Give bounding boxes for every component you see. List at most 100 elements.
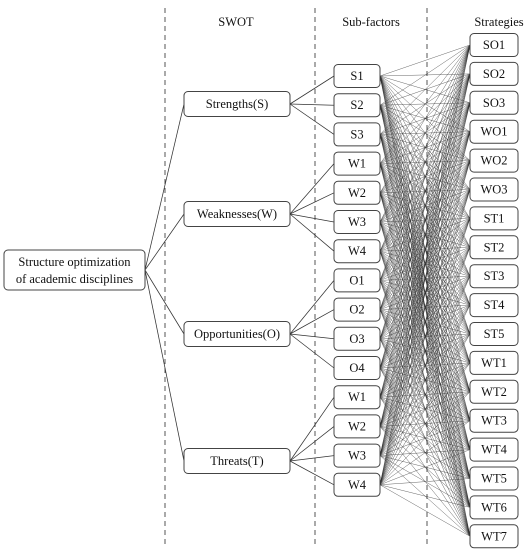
mesh-link-8-0 bbox=[379, 44, 471, 310]
swot-link-1 bbox=[289, 103, 335, 106]
subfactor-node-1-0: W1 bbox=[333, 151, 381, 176]
subfactor-node-3-1-label: W2 bbox=[348, 419, 366, 433]
swot-node-0-box bbox=[183, 91, 291, 117]
swot-node-2-label: Opportunities(O) bbox=[194, 327, 280, 341]
mesh-link-14-8 bbox=[379, 276, 471, 485]
strategy-node-7-label: ST2 bbox=[484, 240, 505, 254]
strategy-node-3-label: WO1 bbox=[480, 125, 507, 139]
strategy-node-10: ST5 bbox=[469, 322, 519, 346]
strategy-node-15-box bbox=[469, 466, 519, 491]
subfactor-node-3-3-box bbox=[333, 472, 381, 497]
subfactor-node-0-1-label: S2 bbox=[350, 98, 363, 112]
hierarchy-links bbox=[144, 75, 335, 486]
swot-link-14 bbox=[289, 460, 335, 486]
strategy-node-6-box bbox=[469, 206, 519, 231]
subfactor-node-1-1: W2 bbox=[333, 180, 381, 205]
subfactor-node-2-1-label: O2 bbox=[349, 303, 364, 317]
mesh-link-14-13 bbox=[379, 420, 471, 485]
strategy-node-11-box bbox=[469, 350, 519, 375]
strategy-node-13-box bbox=[469, 408, 519, 433]
swot-node-2-box bbox=[183, 321, 291, 347]
subfactor-node-1-2-box bbox=[333, 210, 381, 234]
root-node: Structure optimization of academic disci… bbox=[3, 249, 146, 291]
mesh-link-3-0 bbox=[379, 44, 471, 164]
strategy-node-17: WT7 bbox=[469, 524, 519, 549]
subfactor-node-0-2-label: S3 bbox=[350, 127, 363, 141]
strategy-node-4-box bbox=[469, 148, 519, 173]
strategy-node-11: WT1 bbox=[469, 350, 519, 375]
subfactor-strategy-links bbox=[379, 44, 471, 537]
strategy-node-9-box bbox=[469, 293, 519, 318]
mesh-link-7-0 bbox=[379, 44, 471, 281]
strategy-node-15: WT5 bbox=[469, 466, 519, 491]
strategy-node-11-label: WT1 bbox=[481, 356, 507, 370]
strategy-node-13-label: WT3 bbox=[481, 414, 507, 428]
strategy-node-5-box bbox=[469, 177, 519, 202]
column-headers: SWOT Sub-factors Strategies bbox=[218, 15, 523, 29]
subfactor-node-0-2: S3 bbox=[333, 122, 381, 147]
subfactor-node-0-1: S2 bbox=[333, 93, 381, 118]
swot-node-3-box bbox=[183, 448, 291, 474]
strategy-node-5-label: WO3 bbox=[480, 183, 507, 197]
subfactor-node-2-3-label: O4 bbox=[349, 361, 365, 375]
swot-node-0-label: Strengths(S) bbox=[206, 97, 269, 111]
subfactor-node-2-1-box bbox=[333, 297, 381, 322]
strategy-node-4: WO2 bbox=[469, 148, 519, 173]
strategy-node-14-label: WT4 bbox=[481, 443, 507, 457]
strategy-node-0-box bbox=[469, 33, 519, 57]
header-subfactors: Sub-factors bbox=[342, 15, 400, 29]
header-strategies: Strategies bbox=[474, 15, 523, 29]
subfactor-node-0-0-box bbox=[333, 64, 381, 88]
mesh-link-11-0 bbox=[379, 44, 471, 398]
subfactor-node-0-1-box bbox=[333, 93, 381, 118]
mesh-link-14-17 bbox=[379, 484, 471, 537]
strategy-node-2: SO3 bbox=[469, 90, 519, 115]
subfactor-node-3-2-box bbox=[333, 443, 381, 468]
swot-node-1-label: Weaknesses(W) bbox=[197, 207, 277, 221]
strategy-node-7-box bbox=[469, 235, 519, 260]
mesh-link-14-1 bbox=[379, 73, 471, 485]
subfactor-node-1-3-label: W4 bbox=[348, 244, 367, 258]
subfactor-node-3-0-box bbox=[333, 385, 381, 410]
strategy-node-17-box bbox=[469, 524, 519, 549]
subfactor-node-2-0-box bbox=[333, 268, 381, 293]
strategy-node-8: ST3 bbox=[469, 264, 519, 289]
strategy-node-3-box bbox=[469, 119, 519, 144]
mesh-link-12-0 bbox=[379, 44, 471, 427]
swot-link-10 bbox=[289, 333, 335, 369]
swot-node-3-label: Threats(T) bbox=[210, 454, 263, 468]
mesh-link-14-12 bbox=[379, 391, 471, 485]
strategy-node-4-label: WO2 bbox=[480, 154, 507, 168]
strategy-node-0: SO1 bbox=[469, 33, 519, 57]
strategy-node-6: ST1 bbox=[469, 206, 519, 231]
mesh-link-14-10 bbox=[379, 333, 471, 485]
strategy-node-6-label: ST1 bbox=[484, 211, 505, 225]
mesh-link-14-16 bbox=[379, 484, 471, 508]
swot-link-13 bbox=[289, 455, 335, 462]
strategy-node-2-label: SO3 bbox=[483, 96, 505, 110]
strategy-node-3: WO1 bbox=[469, 119, 519, 144]
strategy-node-14-box bbox=[469, 437, 519, 462]
subfactor-node-3-0: W1 bbox=[333, 385, 381, 410]
subfactor-node-2-0: O1 bbox=[333, 268, 381, 293]
swot-link-5 bbox=[289, 213, 335, 223]
mesh-link-14-15 bbox=[379, 478, 471, 486]
subfactor-node-0-2-box bbox=[333, 122, 381, 147]
strategy-node-12: WT2 bbox=[469, 379, 519, 404]
header-swot: SWOT bbox=[218, 15, 254, 29]
mesh-link-2-0 bbox=[379, 44, 471, 135]
subfactor-node-2-2-box bbox=[333, 326, 381, 351]
strategy-node-9-label: ST4 bbox=[484, 298, 506, 312]
strategy-node-14: WT4 bbox=[469, 437, 519, 462]
swot-link-4 bbox=[289, 192, 335, 215]
strategy-node-12-box bbox=[469, 379, 519, 404]
strategy-node-10-box bbox=[469, 322, 519, 346]
mesh-link-4-0 bbox=[379, 44, 471, 193]
root-node-box bbox=[3, 249, 146, 291]
mesh-link-14-2 bbox=[379, 102, 471, 485]
subfactor-node-0-0-label: S1 bbox=[350, 69, 363, 83]
mesh-link-14-6 bbox=[379, 218, 471, 485]
swot-node-2: Opportunities(O) bbox=[183, 321, 291, 347]
